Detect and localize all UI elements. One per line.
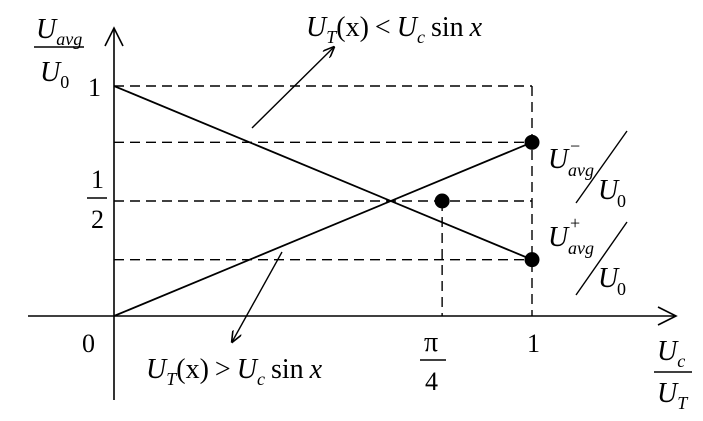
svg-text:U: U [598,263,620,294]
plus-point-label: U + avg U 0 [548,213,628,299]
x-axis-arrow [657,306,678,326]
data-point-2 [524,252,540,268]
svg-text:Uc: Uc [657,336,685,371]
y-axis-arrow [104,26,124,47]
svg-text:2: 2 [91,205,104,234]
x-axis-label: Uc UT [654,336,692,413]
data-point-1 [524,134,540,150]
y-tick-label-1: 1 [88,73,101,102]
series-group [113,85,533,317]
series-line-0 [113,85,533,261]
svg-text:U: U [598,175,620,206]
svg-text:U: U [548,222,570,253]
lower-annotation-arrow [232,251,283,342]
svg-text:π: π [424,327,438,358]
x-tick-label-1: 1 [527,329,540,358]
upper-annotation-arrow [251,47,334,129]
svg-text:0: 0 [617,279,626,299]
svg-text:0: 0 [617,191,626,211]
svg-text:+: + [570,213,580,233]
svg-text:U0: U0 [40,57,69,92]
data-point-0 [434,193,450,209]
svg-text:U: U [548,144,570,175]
svg-text:Uavg: Uavg [36,14,82,49]
svg-text:−: − [570,136,580,156]
svg-text:4: 4 [425,367,438,396]
minus-point-label: U − avg U 0 [548,130,628,211]
points-group [434,134,540,268]
series-line-1 [113,141,533,317]
reference-lines [114,85,533,316]
svg-text:avg: avg [568,160,594,180]
svg-text:avg: avg [568,238,594,258]
y-axis-label: Uavg U0 [34,14,84,92]
svg-text:UT: UT [657,378,689,413]
svg-text:1: 1 [91,165,104,194]
origin-label: 0 [82,329,95,358]
y-tick-label-half: 1 2 [87,165,107,234]
x-tick-label-pi-over-4: π 4 [420,327,446,396]
